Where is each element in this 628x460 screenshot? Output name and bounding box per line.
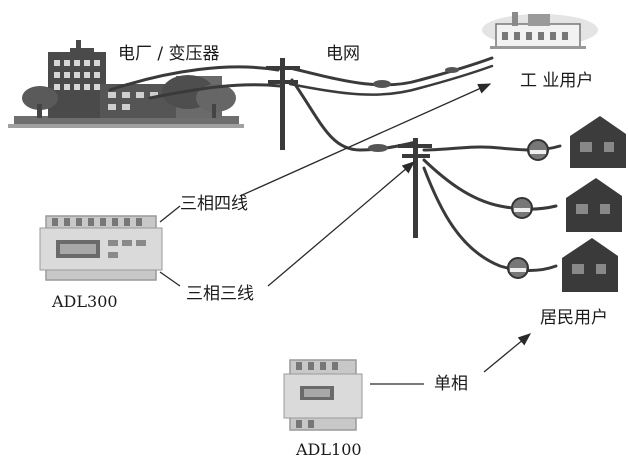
electric-meter-icon bbox=[528, 140, 548, 160]
adl100-model-label: ADL100 bbox=[296, 440, 362, 460]
power-plant-label: 电厂 / 变压器 bbox=[118, 44, 220, 64]
utility-pole-icon bbox=[398, 138, 432, 238]
arrow-to-grid bbox=[268, 162, 414, 286]
single-phase-label: 单相 bbox=[434, 374, 468, 394]
electric-meter-icon bbox=[512, 198, 532, 218]
electric-meter-icon bbox=[508, 258, 528, 278]
adl100-meter-device bbox=[284, 360, 362, 430]
house-icon bbox=[566, 178, 622, 232]
utility-pole-icon bbox=[266, 58, 300, 150]
industrial-user-label: 工 业用户 bbox=[520, 71, 593, 91]
adl300-meter-device bbox=[40, 216, 162, 280]
arrow-to-residential bbox=[484, 334, 530, 372]
arrow-to-industrial bbox=[240, 84, 490, 196]
residential-user-label: 居民用户 bbox=[540, 308, 608, 328]
house-icon bbox=[570, 116, 626, 168]
three-phase-three-wire-label: 三相三线 bbox=[186, 284, 254, 304]
factory-icon bbox=[482, 12, 598, 49]
grid-label: 电网 bbox=[326, 44, 360, 64]
three-phase-four-wire-label: 三相四线 bbox=[180, 194, 248, 214]
house-icon bbox=[562, 238, 618, 292]
adl300-model-label: ADL300 bbox=[52, 292, 118, 312]
